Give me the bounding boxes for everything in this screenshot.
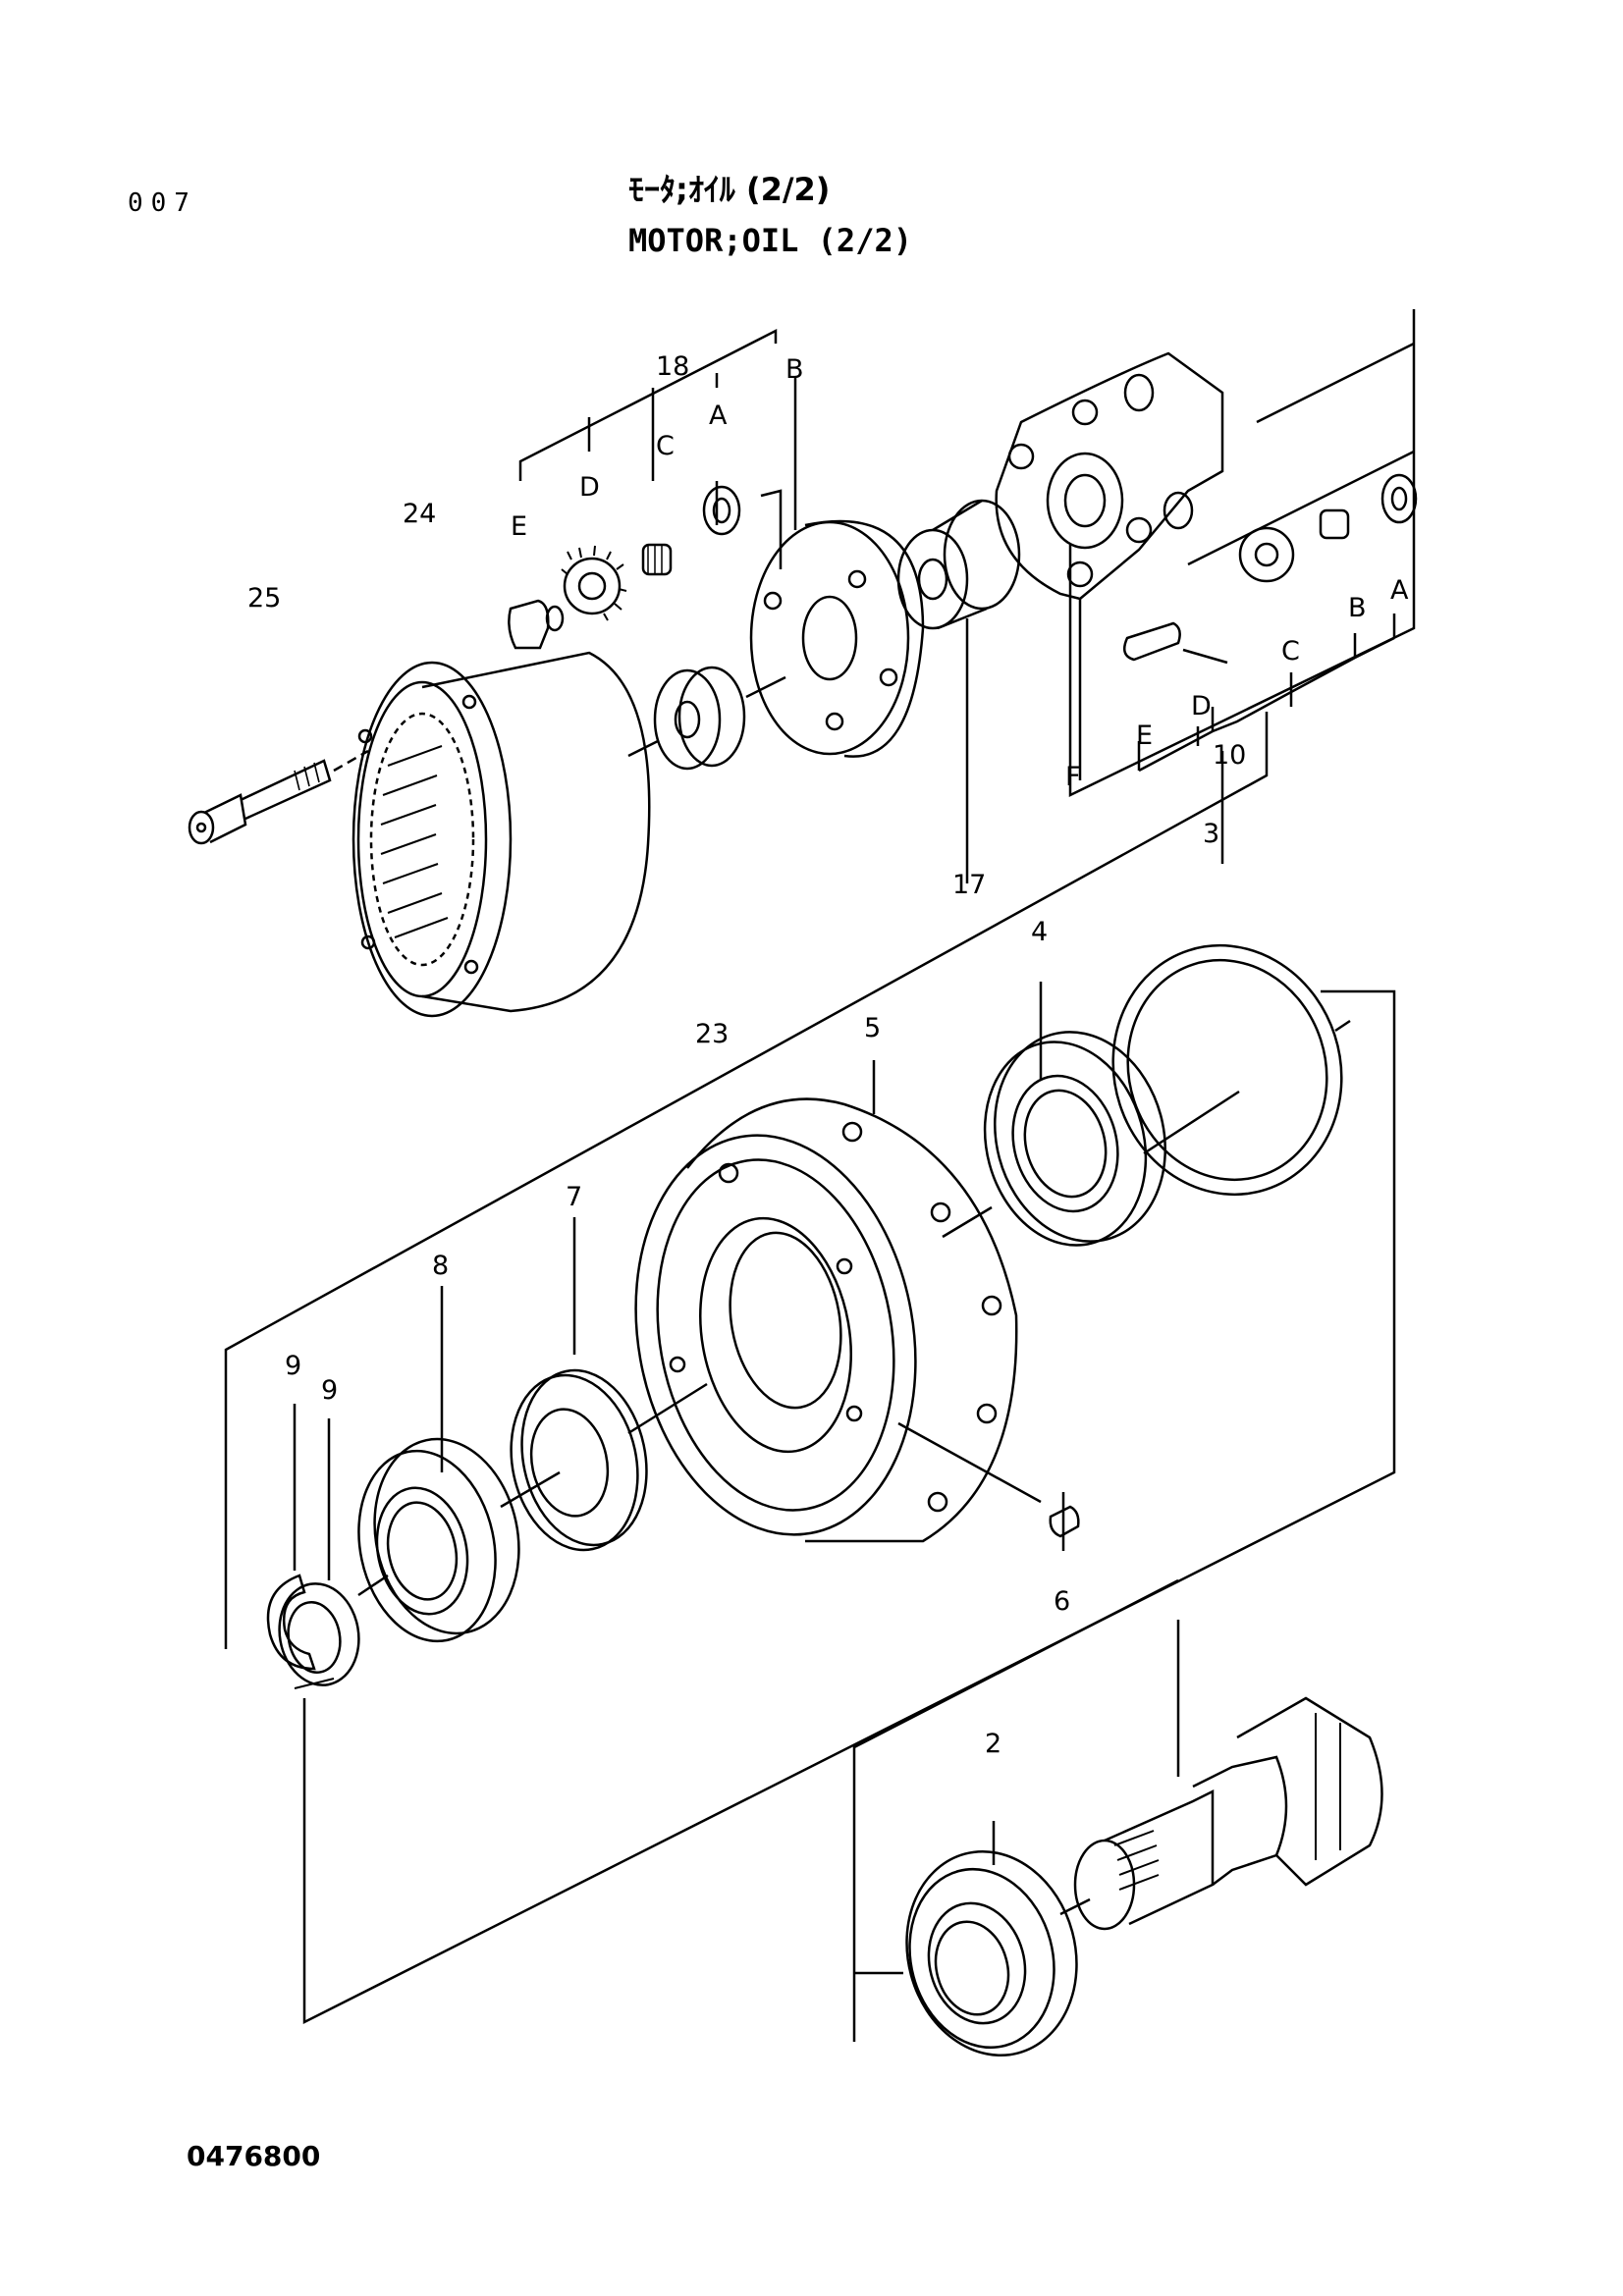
callout-24: 24	[403, 499, 436, 529]
carrier-plate-b	[749, 519, 925, 758]
part-24-ring-gear	[352, 651, 651, 1018]
callout-9b: 9	[321, 1375, 338, 1406]
callout-d-top: D	[579, 472, 600, 503]
part-6-plug	[1049, 1505, 1080, 1538]
middle-group-bracket	[224, 712, 1396, 2025]
part-17-planet-gear	[896, 499, 1021, 883]
part-25-bolt	[188, 749, 369, 845]
callout-5: 5	[864, 1013, 881, 1043]
part-5-hub	[627, 1097, 1042, 1543]
callout-d-right: D	[1191, 691, 1212, 721]
callout-4: 4	[1031, 917, 1048, 947]
callout-e-top: E	[511, 511, 527, 542]
callout-25: 25	[247, 583, 281, 614]
callout-a-right: A	[1390, 575, 1409, 606]
callout-c-top: C	[656, 431, 675, 461]
callout-c-right: C	[1281, 636, 1300, 667]
callout-17: 17	[952, 870, 986, 900]
drawing-code: 0476800	[187, 2140, 321, 2172]
part-7-oil-seal	[500, 1368, 648, 1552]
right-small-parts	[1122, 473, 1418, 665]
callout-10: 10	[1213, 740, 1246, 771]
title-english: MOTOR;OIL (2/2)	[628, 222, 912, 259]
lower-group-bracket	[852, 1578, 1180, 2042]
callout-a-top: A	[709, 400, 728, 431]
upper-small-parts	[508, 485, 741, 650]
callout-18: 18	[656, 351, 689, 382]
part-3-seal-ring	[1111, 943, 1351, 1197]
part-9-snap-rings	[266, 1574, 360, 1686]
callout-7: 7	[566, 1182, 582, 1212]
callout-23: 23	[695, 1019, 729, 1049]
title-japanese: ﾓｰﾀ;ｵｲﾙ (2/2)	[628, 171, 831, 208]
callout-2: 2	[985, 1729, 1001, 1759]
callout-9a: 9	[285, 1351, 301, 1381]
callout-e-right: E	[1136, 721, 1153, 751]
drive-shaft	[1073, 1696, 1383, 1931]
part-8-bearing	[357, 1437, 520, 1643]
page-number: 007	[128, 188, 197, 218]
upper-group-bracket	[518, 309, 1416, 797]
carrier-f	[995, 351, 1224, 780]
callout-6: 6	[1054, 1586, 1070, 1617]
callout-labels: 18 B A C D E 24 25 23 17 F E D 10 C B A …	[247, 351, 1409, 1759]
callout-b-right: B	[1348, 593, 1367, 623]
callout-f: F	[1065, 762, 1081, 792]
part-23-sun-gear	[627, 666, 786, 771]
part-2-seal	[905, 1849, 1078, 2057]
part-4-bearing	[942, 1031, 1166, 1247]
callout-8: 8	[432, 1251, 449, 1281]
callout-3: 3	[1203, 819, 1219, 849]
callout-b-top: B	[785, 354, 804, 385]
